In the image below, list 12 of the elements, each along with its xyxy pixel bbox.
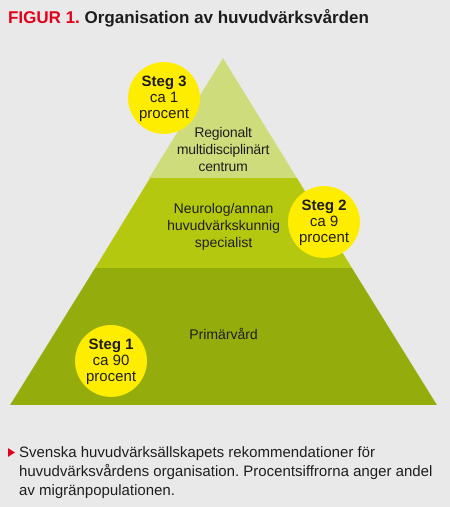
step-percentage: ca 1 procent [138, 90, 190, 122]
tier-label: Primärvård [189, 326, 258, 343]
figure-title: FIGUR 1. Organisation av huvudvärksvården [8, 7, 369, 29]
pyramid-tier [10, 268, 437, 405]
step-heading: Steg 1 [88, 337, 134, 353]
step-percentage: ca 9 procent [298, 214, 350, 246]
step-heading: Steg 2 [301, 198, 346, 214]
tier-label: Regionalt multidisciplinärt centrum [176, 124, 270, 175]
step-percentage: ca 90 procent [84, 353, 138, 385]
step-heading: Steg 3 [141, 74, 186, 90]
tier-label: Neurolog/annan huvudvärkskunnig specialist [166, 200, 281, 251]
caption-text: Svenska huvudvärksällskapets rekommendationer för huvudvärksvårdens organisation. Procentsiffrorna anger andel av migränpopulationen. [19, 443, 434, 500]
